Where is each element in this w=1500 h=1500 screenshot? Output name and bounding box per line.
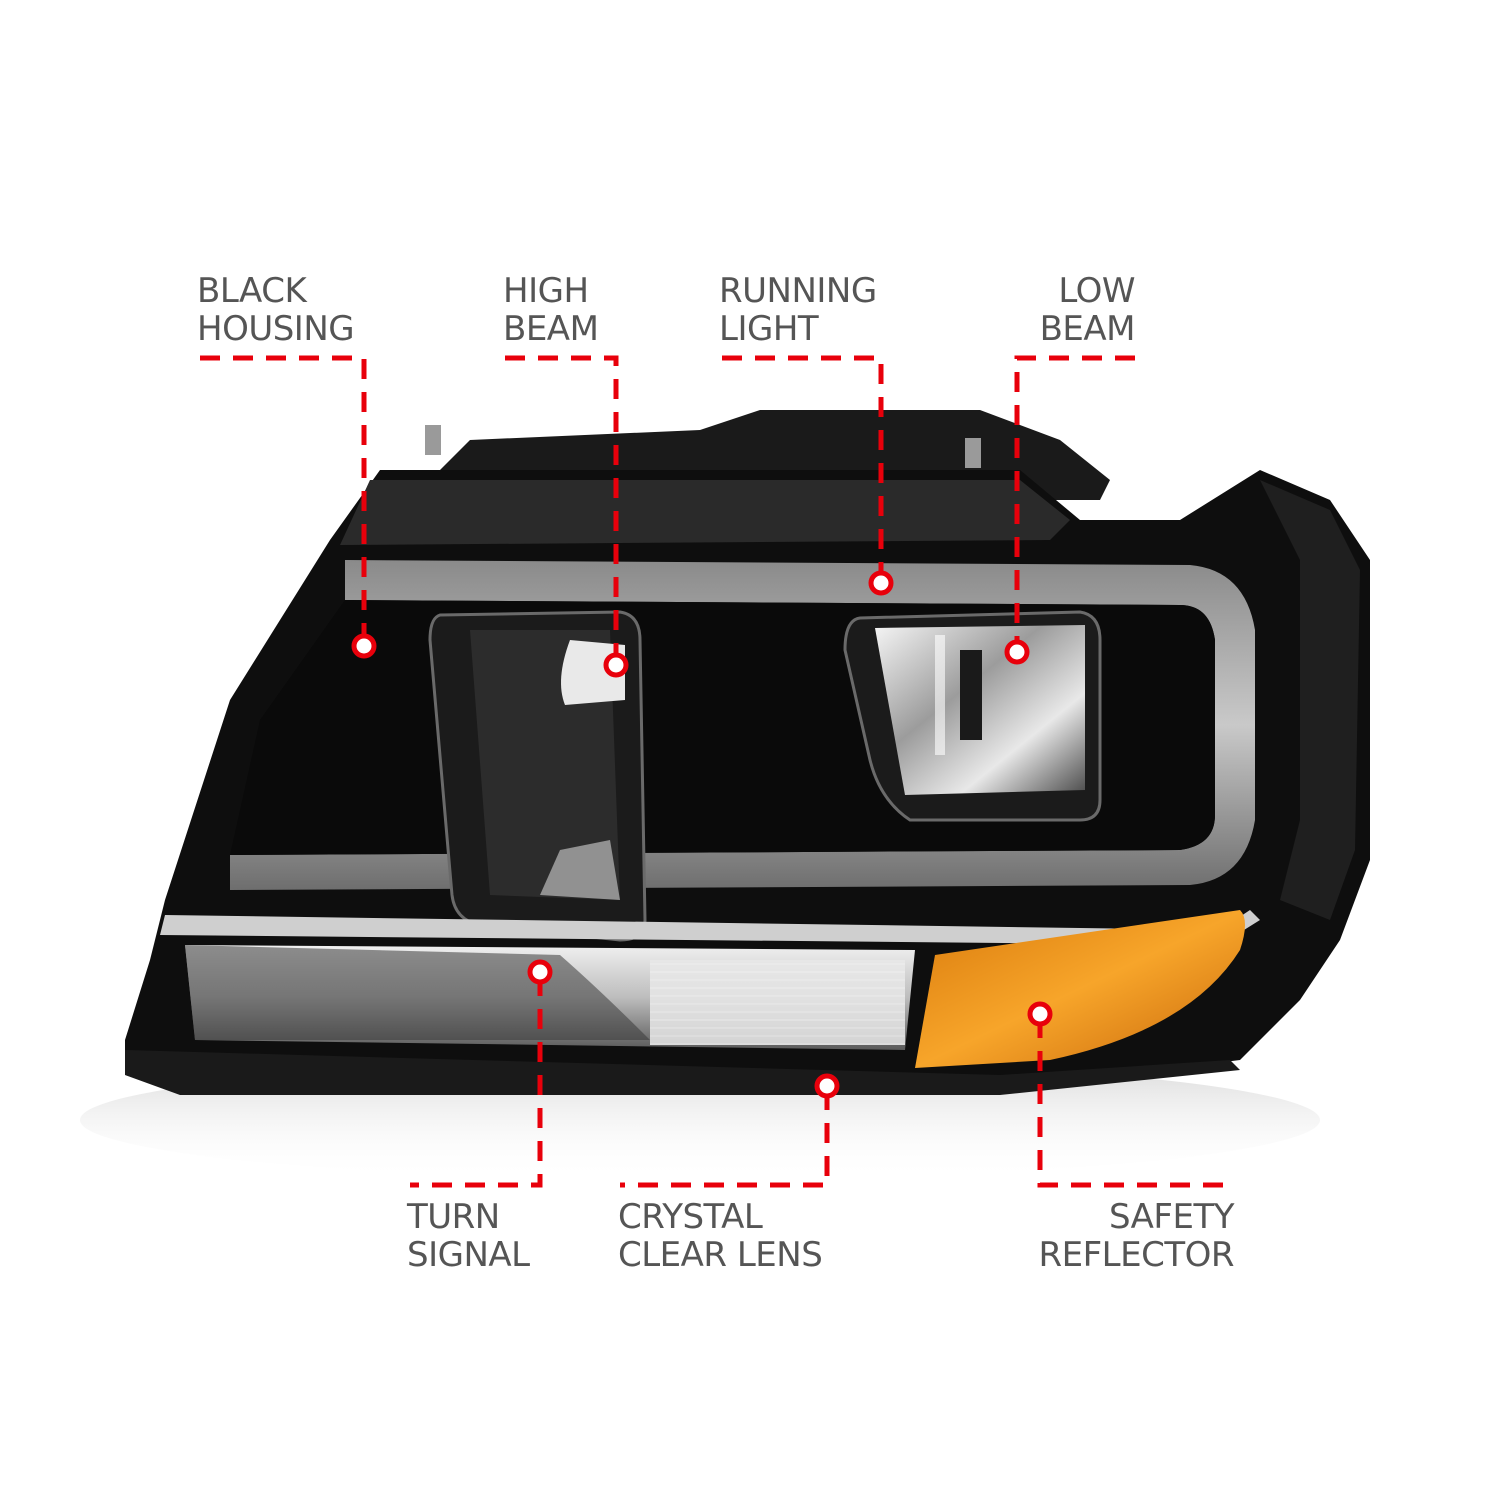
label-safety-reflector: SAFETY REFLECTOR	[1038, 1197, 1235, 1275]
label-line: RUNNING	[719, 271, 877, 311]
callout-dot-turn-signal	[527, 959, 553, 985]
label-line: BEAM	[1039, 309, 1136, 349]
mount-tab-left	[425, 425, 441, 455]
callout-line-high-beam	[505, 355, 619, 660]
callout-line-turn-signal	[410, 976, 543, 1188]
mount-tab-right	[965, 438, 981, 468]
label-line: CRYSTAL	[618, 1197, 763, 1237]
label-running-light: RUNNING LIGHT	[719, 272, 877, 348]
label-line: HOUSING	[197, 309, 355, 349]
callout-line-running-light	[722, 355, 884, 580]
high-beam-chrome	[540, 840, 620, 900]
bottom-trim	[125, 1050, 1240, 1095]
label-line: REFLECTOR	[1038, 1235, 1235, 1275]
label-crystal-clear-lens: CRYSTAL CLEAR LENS	[618, 1197, 823, 1275]
low-beam-highlight	[935, 635, 945, 755]
label-black-housing: BLACK HOUSING	[197, 271, 355, 349]
callout-line-low-beam	[1014, 355, 1135, 648]
label-line: BLACK	[197, 271, 307, 311]
callout-dot-crystal-clear	[814, 1073, 840, 1099]
label-line: HIGH	[503, 271, 589, 311]
callout-dot-high-beam	[603, 652, 629, 678]
label-line: CLEAR LENS	[618, 1235, 823, 1275]
running-light-bar	[230, 560, 1255, 890]
callout-dot-safety-reflector	[1027, 1001, 1053, 1027]
label-line: LOW	[1058, 271, 1135, 311]
label-line: TURN	[407, 1197, 500, 1237]
upper-lens-band	[340, 480, 1070, 545]
callout-line-crystal-clear	[620, 1090, 830, 1188]
callout-dot-low-beam	[1004, 639, 1030, 665]
label-turn-signal: TURN SIGNAL	[407, 1198, 530, 1274]
callout-dot-running-light	[868, 570, 894, 596]
chrome-strip	[160, 910, 1260, 945]
clear-lens-ribs	[650, 960, 905, 1045]
callout-lines	[200, 355, 1232, 1188]
label-line: LIGHT	[719, 309, 819, 349]
callout-line-safety-reflector	[1037, 1018, 1232, 1188]
label-line: BEAM	[503, 309, 599, 349]
label-high-beam: HIGH BEAM	[503, 271, 599, 349]
low-beam-bulb-shield	[960, 650, 982, 740]
amber-reflector	[915, 910, 1245, 1068]
callout-dot-black-housing	[351, 633, 377, 659]
label-line: SIGNAL	[407, 1235, 530, 1275]
label-line: SAFETY	[1108, 1197, 1235, 1237]
side-lens	[1260, 480, 1360, 920]
label-low-beam: LOW BEAM	[1039, 271, 1136, 349]
